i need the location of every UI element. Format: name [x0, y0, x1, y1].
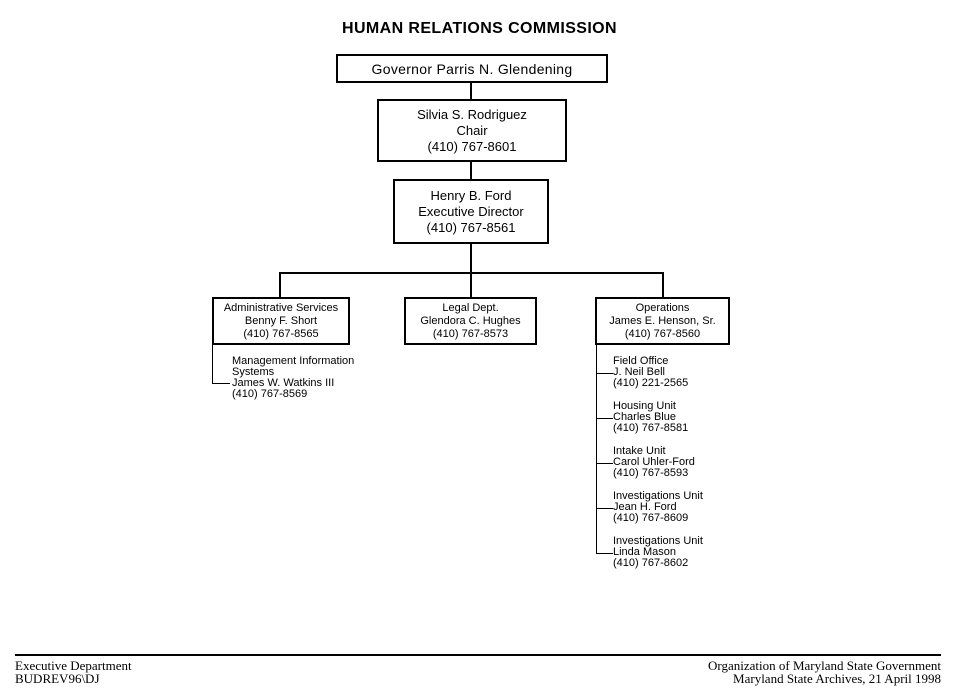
unit-name: Charles Blue: [613, 411, 676, 423]
connector-drop-legal-dept: [470, 274, 472, 297]
org-box-operations: Operations James E. Henson, Sr. (410) 76…: [595, 297, 730, 345]
unit-title: Field Office: [613, 355, 669, 367]
unit-title: Intake Unit: [613, 445, 666, 457]
division-name: James E. Henson, Sr.: [609, 314, 716, 327]
director-name: Henry B. Ford: [430, 187, 512, 203]
stub-field-office: [596, 373, 613, 374]
org-box-legal-dept: Legal Dept. Glendora C. Hughes (410) 767…: [404, 297, 537, 345]
footer-left: Executive Department BUDREV96\DJ: [15, 659, 132, 685]
division-name: Glendora C. Hughes: [420, 314, 521, 327]
unit-title-line1: Management Information: [232, 355, 355, 367]
unit-name: Jean H. Ford: [613, 501, 677, 513]
unit-name: Linda Mason: [613, 546, 676, 558]
unit-phone: (410) 767-8602: [613, 557, 689, 569]
stub-management-information-systems: [212, 383, 230, 384]
division-unit: Legal Dept.: [442, 301, 499, 314]
chair-phone: (410) 767-8601: [427, 138, 517, 154]
division-phone: (410) 767-8565: [243, 327, 319, 340]
stub-housing-unit: [596, 418, 613, 419]
connector-governor-chair: [470, 83, 472, 99]
director-phone: (410) 767-8561: [426, 219, 516, 235]
footer-publication: Organization of Maryland State Governmen…: [708, 658, 941, 673]
division-phone: (410) 767-8560: [624, 327, 701, 340]
unit-management-information-systems: Management Information Systems James W. …: [232, 356, 354, 400]
governor-name: Governor Parris N. Glendening: [371, 60, 573, 77]
org-box-administrative-services: Administrative Services Benny F. Short (…: [212, 297, 350, 345]
unit-phone: (410) 767-8609: [613, 512, 689, 524]
stub-intake-unit: [596, 463, 613, 464]
unit-phone: (410) 767-8581: [613, 422, 689, 434]
footer-divider: [15, 654, 941, 656]
stub-investigations-unit-1: [596, 508, 613, 509]
division-phone: (410) 767-8573: [432, 327, 509, 340]
unit-phone: (410) 767-8569: [232, 388, 308, 400]
footer-file-reference: BUDREV96\DJ: [15, 671, 100, 686]
unit-name: James W. Watkins III: [232, 377, 335, 389]
unit-intake-unit: Intake Unit Carol Uhler-Ford (410) 767-8…: [613, 446, 695, 479]
chair-role: Chair: [456, 122, 488, 138]
stub-investigations-unit-2: [596, 553, 613, 554]
unit-investigations-unit-2: Investigations Unit Linda Mason (410) 76…: [613, 536, 703, 569]
director-role: Executive Director: [418, 203, 524, 219]
division-name: Benny F. Short: [244, 314, 318, 327]
unit-title: Housing Unit: [613, 400, 676, 412]
unit-title: Investigations Unit: [613, 490, 703, 502]
unit-title: Investigations Unit: [613, 535, 703, 547]
connector-admin-subunits: [212, 345, 213, 384]
unit-housing-unit: Housing Unit Charles Blue (410) 767-8581: [613, 401, 688, 434]
division-unit: Administrative Services: [223, 301, 339, 314]
connector-director-branch: [470, 244, 472, 274]
org-box-governor: Governor Parris N. Glendening: [336, 54, 608, 83]
connector-drop-operations: [662, 274, 664, 297]
unit-phone: (410) 767-8593: [613, 467, 689, 479]
unit-name: J. Neil Bell: [613, 366, 665, 378]
org-box-chair: Silvia S. Rodriguez Chair (410) 767-8601: [377, 99, 567, 162]
page-title: HUMAN RELATIONS COMMISSION: [342, 20, 617, 37]
footer-department: Executive Department: [15, 658, 132, 673]
org-box-executive-director: Henry B. Ford Executive Director (410) 7…: [393, 179, 549, 244]
unit-investigations-unit-1: Investigations Unit Jean H. Ford (410) 7…: [613, 491, 703, 524]
chair-name: Silvia S. Rodriguez: [417, 106, 527, 122]
branch-horizontal-line: [279, 272, 664, 274]
footer-right: Organization of Maryland State Governmen…: [708, 659, 941, 685]
unit-phone: (410) 221-2565: [613, 377, 689, 389]
division-unit: Operations: [635, 301, 690, 314]
connector-drop-administrative-services: [279, 274, 281, 297]
connector-operations-subunits: [596, 345, 597, 553]
unit-name: Carol Uhler-Ford: [613, 456, 695, 468]
unit-title-line2: Systems: [232, 366, 275, 378]
unit-field-office: Field Office J. Neil Bell (410) 221-2565: [613, 356, 688, 389]
connector-chair-director: [470, 162, 472, 179]
footer-source-date: Maryland State Archives, 21 April 1998: [733, 671, 941, 686]
